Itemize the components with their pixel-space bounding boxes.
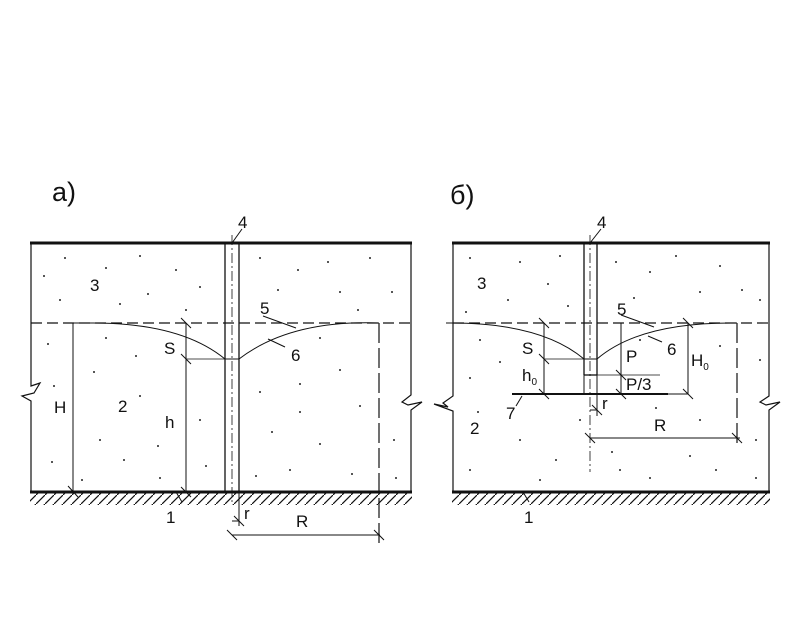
depression-curve-right (238, 322, 379, 360)
label-well-b: 4 (597, 213, 606, 232)
dim-h-tick (180, 486, 192, 498)
label-S: S (164, 339, 175, 358)
label-S-b: S (522, 339, 533, 358)
right-boundary (400, 243, 423, 492)
leader-1 (175, 491, 183, 503)
dim-R-tick-right-b (731, 432, 743, 444)
label-h: h (165, 413, 174, 432)
label-aquifer: 2 (118, 397, 127, 416)
leader-5 (262, 315, 297, 329)
dim-h0-tick-b (538, 388, 550, 400)
label-6: 6 (291, 346, 300, 365)
label-P: P (626, 347, 637, 366)
label-H0-sub: 0 (703, 362, 709, 373)
label-h0: h0 (522, 366, 537, 388)
label-well: 4 (238, 213, 247, 232)
label-aquiclude: 1 (166, 508, 175, 527)
dim-R-tick-right (373, 529, 385, 541)
left-boundary-b (433, 243, 454, 492)
sand-dots-a (43, 255, 397, 481)
sand-dots-b (465, 255, 761, 481)
left-boundary (20, 243, 42, 492)
dim-H-tick (67, 485, 79, 498)
dim-r-tick (233, 515, 245, 527)
label-7: 7 (506, 404, 515, 423)
label-zone-3-b: 3 (477, 274, 486, 293)
diagram-b: б) (433, 180, 781, 527)
depression-curve-right-b (596, 322, 737, 360)
leader-5-b (620, 314, 655, 328)
leader-1-b (522, 491, 530, 503)
dim-R-tick-left (226, 529, 238, 541)
dim-P-tick (615, 369, 627, 381)
label-R-b: R (654, 416, 666, 435)
dim-r-tick-b (591, 404, 603, 416)
label-zone-3: 3 (90, 276, 99, 295)
leader-6-b (647, 335, 663, 343)
diagram-a-title: а) (52, 177, 76, 207)
label-H0-main: H (691, 351, 703, 370)
aquiclude-hatch-b (452, 493, 770, 505)
dim-S-tick-top-b (538, 317, 550, 329)
label-R: R (296, 512, 308, 531)
label-P3: P/3 (626, 375, 652, 394)
label-H0: H0 (691, 351, 709, 373)
depression-curve-left (87, 322, 226, 360)
label-5-b: 5 (617, 300, 626, 319)
label-H: H (54, 398, 66, 417)
dim-H0-tick-top (682, 317, 694, 329)
label-h0-sub: 0 (531, 377, 537, 388)
dim-S-tick-top (180, 317, 192, 329)
label-6-b: 6 (667, 340, 676, 359)
dim-S-tick-mid-b (538, 353, 550, 365)
label-r: r (244, 504, 250, 523)
leader-6 (267, 338, 286, 348)
diagram-b-title: б) (450, 180, 474, 210)
label-5: 5 (260, 299, 269, 318)
leader-4 (231, 228, 243, 244)
right-boundary-b (758, 243, 781, 492)
leader-7 (515, 395, 523, 407)
diagram-a: а) (20, 177, 423, 545)
dim-P3-tick (615, 388, 627, 400)
leader-4-b (589, 228, 602, 244)
aquiclude-hatch (30, 493, 412, 505)
label-r-b: r (602, 394, 608, 413)
label-aquifer-b: 2 (470, 419, 479, 438)
dim-S-tick-bottom (180, 353, 192, 365)
depression-curve-left-b (445, 322, 585, 360)
label-aquiclude-b: 1 (524, 508, 533, 527)
label-h0-main: h (522, 366, 531, 385)
dim-R-tick-left-b (584, 432, 596, 444)
